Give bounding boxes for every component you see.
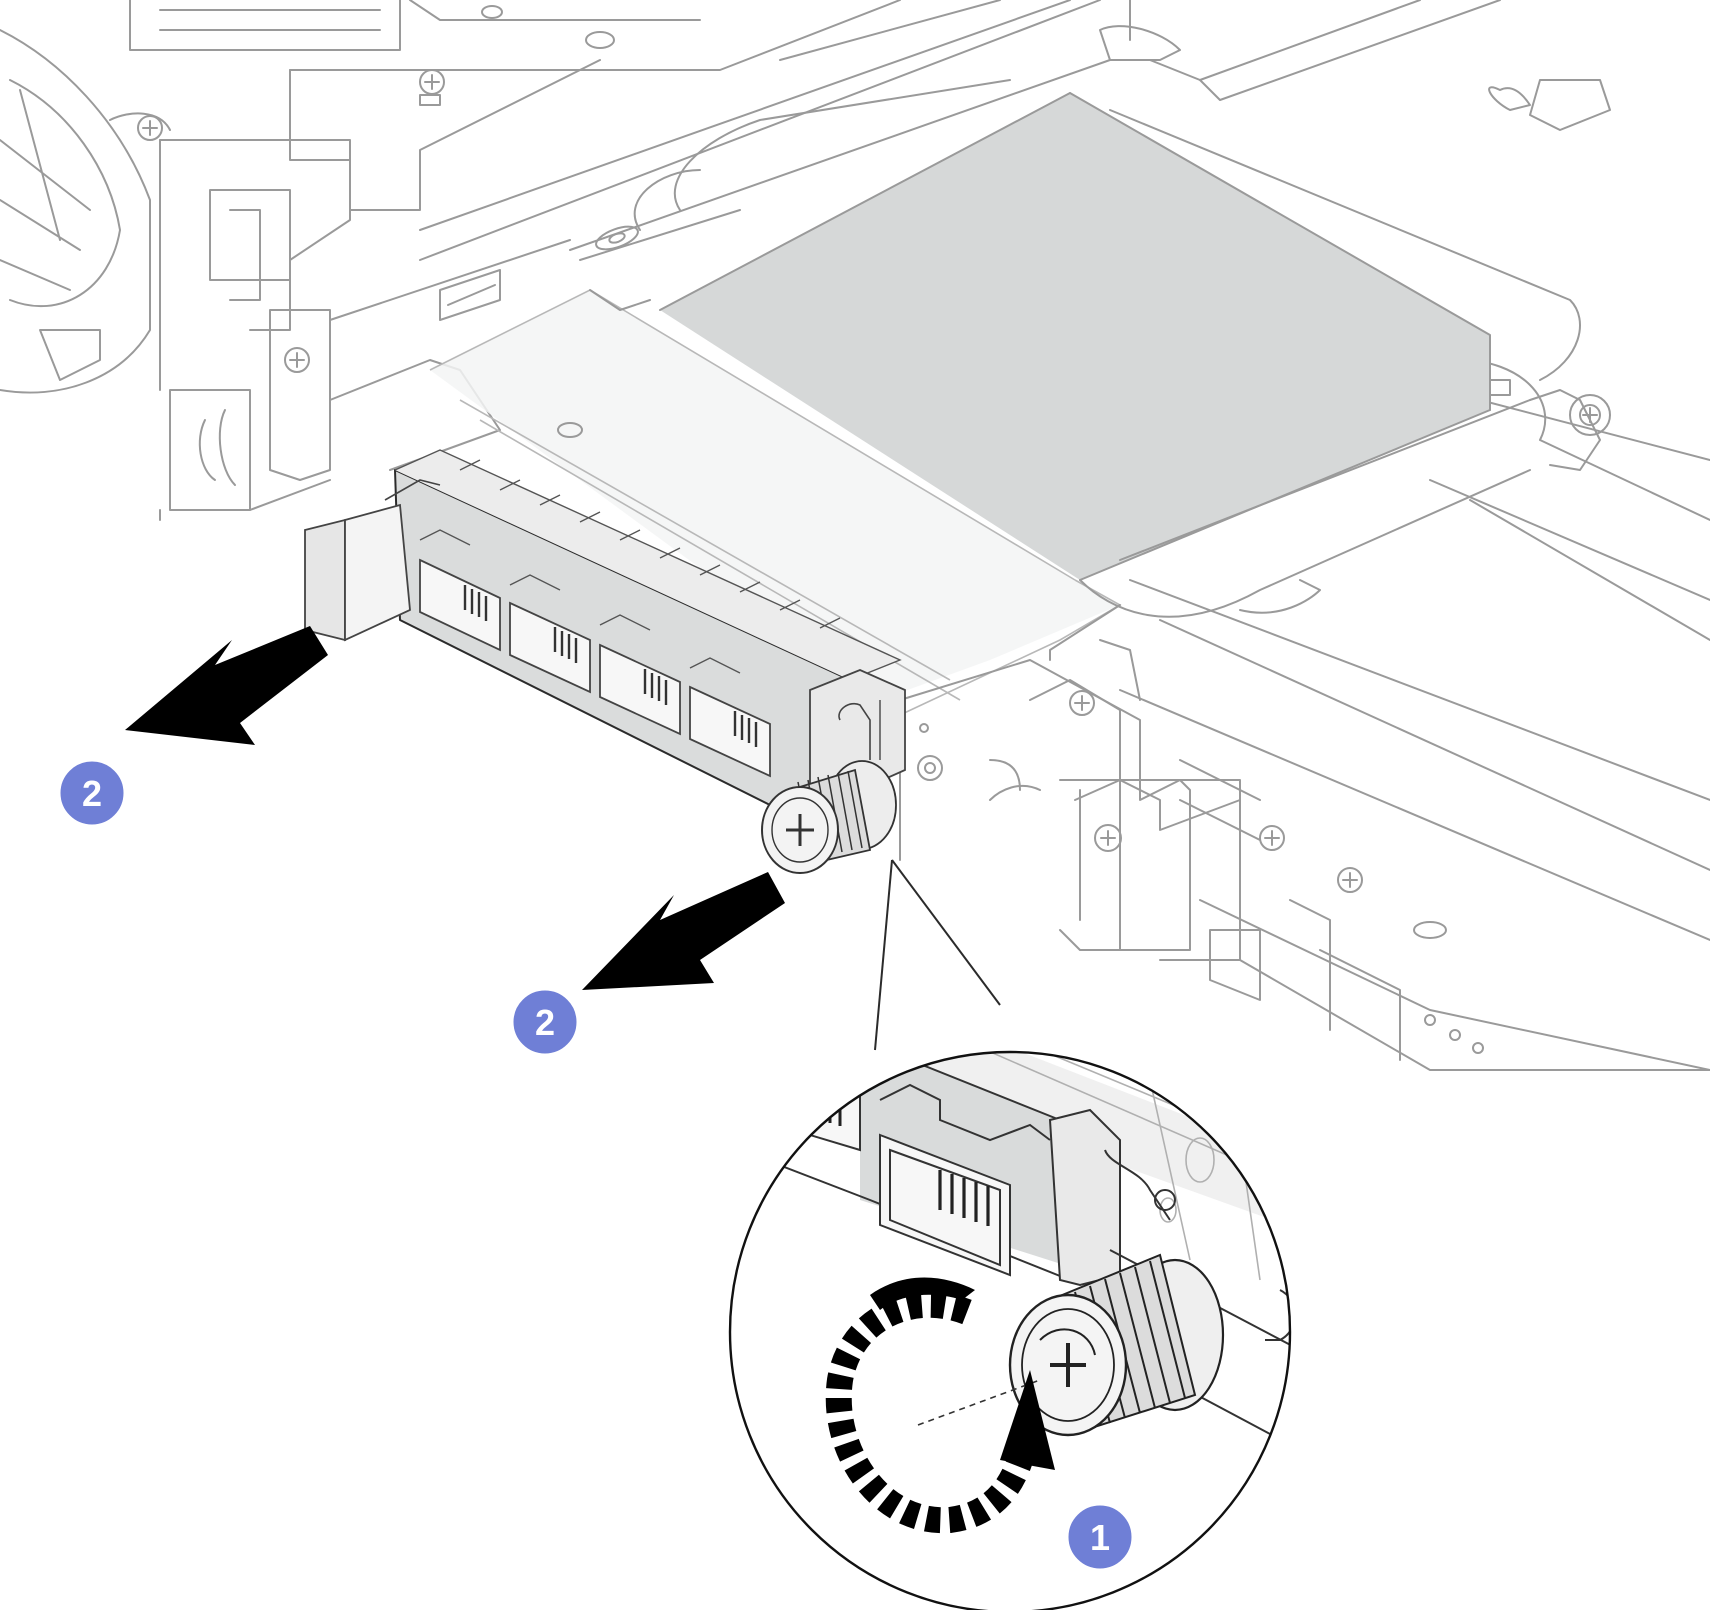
- detail-leader: [874, 859, 1001, 1051]
- fan-module: [0, 29, 171, 394]
- rj45-ports: [419, 529, 771, 778]
- callout-step-1-detail: 1: [1065, 1502, 1135, 1572]
- detail-magnifier: [728, 1050, 1292, 1614]
- callout-label-1: 1: [1090, 1517, 1110, 1558]
- right-bracket: [899, 639, 1241, 951]
- pull-arrow-lower: [582, 872, 785, 990]
- thumbscrew-icon: [761, 760, 897, 874]
- pull-arrow-upper: [125, 626, 328, 745]
- chassis-outline: [0, 0, 1710, 1071]
- rotate-counterclockwise-icon: [825, 1277, 1055, 1534]
- callout-label-2-lower: 2: [535, 1002, 555, 1043]
- callout-step-2-upper: 2: [57, 758, 127, 828]
- callout-step-2-lower: 2: [510, 987, 580, 1057]
- nic-card: [304, 449, 906, 811]
- callout-label-2-upper: 2: [82, 773, 102, 814]
- drive-cage: [429, 92, 1531, 716]
